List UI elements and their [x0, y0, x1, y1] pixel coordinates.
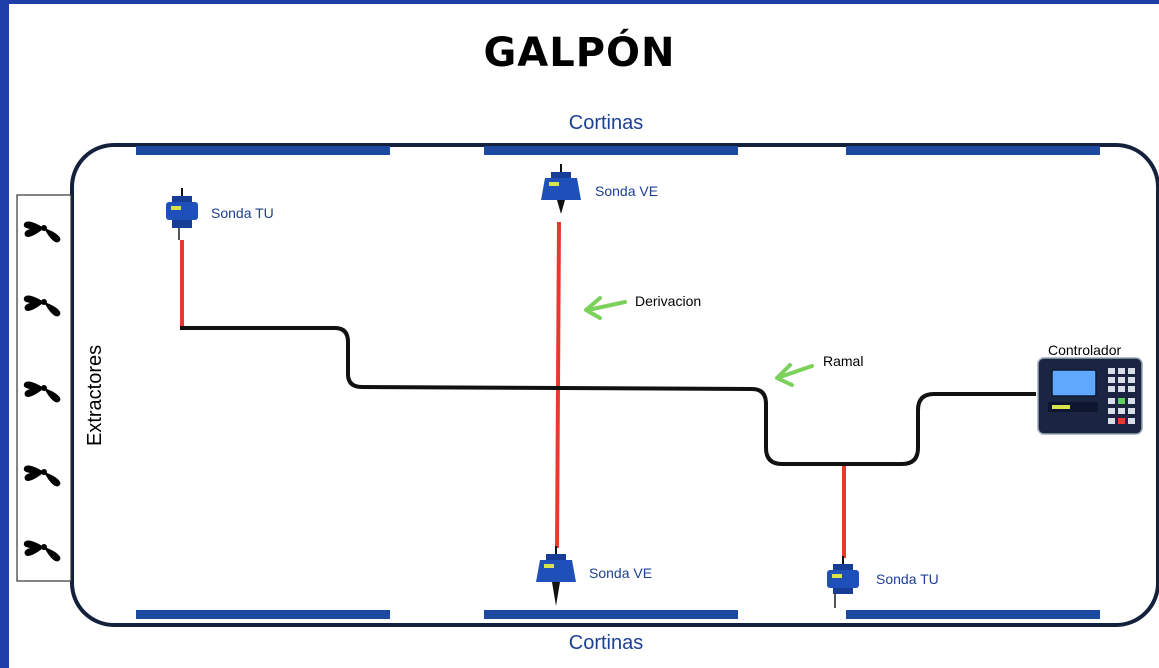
curtain-bar	[846, 146, 1100, 155]
fan-icon	[23, 465, 61, 487]
probe-tu-top-label: Sonda TU	[211, 205, 274, 221]
extractors-label: Extractores	[84, 344, 106, 446]
probe-tu-bottom-label: Sonda TU	[876, 571, 939, 587]
probe-tu-top-icon	[166, 188, 198, 240]
curtain-bar	[136, 146, 390, 155]
probe-ve-top-icon	[541, 164, 581, 214]
curtain-bar	[484, 610, 738, 619]
probe-tu-bottom-icon	[827, 556, 859, 608]
fan-icon	[23, 295, 61, 317]
fan-icon	[23, 540, 61, 562]
controller-device-icon	[1037, 357, 1143, 435]
curtain-bar	[484, 146, 738, 155]
curtains-top	[136, 146, 1100, 155]
probe-ve-top-label: Sonda VE	[595, 183, 659, 199]
probe-ve-bottom-label: Sonda VE	[589, 565, 653, 581]
arrow-ramal-icon	[775, 363, 814, 387]
extractor-fans	[23, 221, 61, 562]
curtains-bottom	[136, 610, 1100, 619]
curtain-bar	[846, 610, 1100, 619]
branch-cables	[180, 221, 846, 558]
fan-icon	[23, 381, 61, 403]
ramal-label: Ramal	[823, 353, 864, 369]
curtain-bar	[136, 610, 390, 619]
page-title: GALPÓN	[483, 30, 676, 76]
curtains-top-label: Cortinas	[568, 112, 644, 134]
curtains-bottom-label: Cortinas	[568, 632, 644, 654]
fan-icon	[23, 221, 61, 243]
arrow-derivacion-icon	[584, 296, 627, 320]
hall-outline	[70, 143, 1159, 627]
probe-ve-bottom-icon	[536, 546, 576, 606]
derivacion-label: Derivacion	[635, 293, 702, 309]
branch-cable-ve	[555, 221, 561, 549]
main-cable	[180, 326, 1036, 466]
controller-label: Controlador	[1048, 342, 1122, 358]
